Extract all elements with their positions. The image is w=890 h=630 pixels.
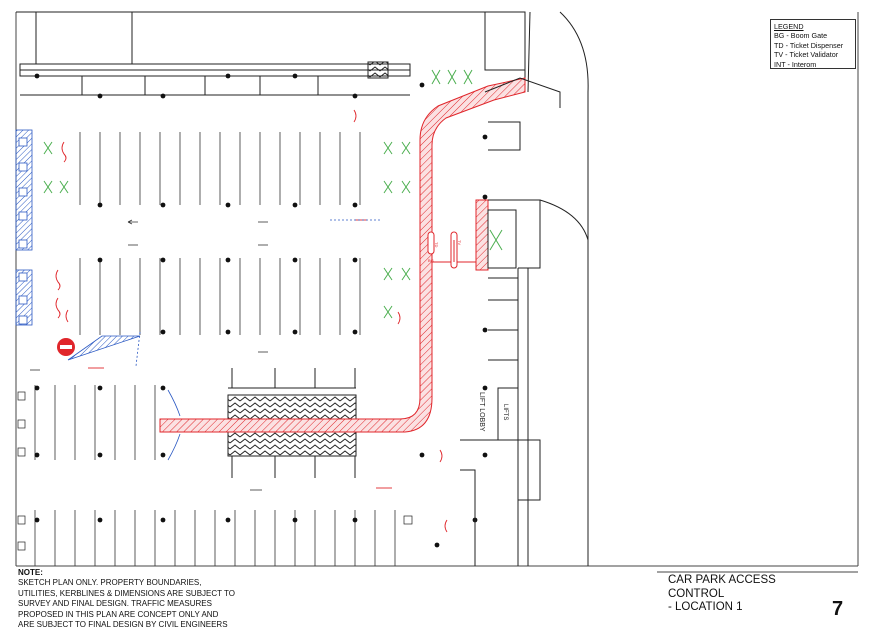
title-line: CONTROL <box>668 587 725 600</box>
title-line: - LOCATION 1 <box>668 601 743 614</box>
title-block: CAR PARK ACCESS CONTROL - LOCATION 1 <box>668 574 868 615</box>
access-route <box>159 77 526 433</box>
parking-bays <box>34 132 396 566</box>
notes-block: NOTE: SKETCH PLAN ONLY. PROPERTY BOUNDAR… <box>18 568 258 630</box>
lift-lobby-label: LIFT LOBBY <box>478 392 485 432</box>
ramp-curve-lines <box>135 219 380 461</box>
notes-line: SKETCH PLAN ONLY. PROPERTY BOUNDARIES, <box>18 578 202 588</box>
drawing-frame <box>15 12 859 573</box>
bg-label: BG <box>428 258 434 263</box>
landscape-crosses <box>43 69 503 319</box>
td-label: TD <box>434 242 439 247</box>
legend-item: TV - Ticket Validator <box>774 50 839 60</box>
sign-icons <box>17 391 413 551</box>
notes-line: UTILITIES, KERBLINES & DIMENSIONS ARE SU… <box>18 588 235 598</box>
boom-gate-equipment <box>427 231 458 269</box>
accessible-bays <box>15 129 141 361</box>
lifts-label: LIFTS <box>502 404 508 420</box>
sheet-number: 7 <box>832 598 844 620</box>
legend-item: BG - Boom Gate <box>774 31 828 41</box>
structural-columns <box>34 73 488 548</box>
flow-arrow-markings <box>55 109 448 533</box>
title-line: CAR PARK ACCESS <box>668 574 776 586</box>
notes-line: PROPOSED IN THIS PLAN ARE CONCEPT ONLY A… <box>18 609 219 619</box>
no-entry-icon <box>57 338 75 356</box>
accessible-icon <box>18 137 28 325</box>
tv-label: TV <box>457 240 462 245</box>
legend-item: TD - Ticket Dispenser <box>774 40 844 50</box>
right-building <box>460 11 589 566</box>
legend-title: LEGEND <box>774 22 804 31</box>
notes-title: NOTE: <box>18 568 43 577</box>
legend-item: INT - Interom <box>774 59 817 69</box>
notes-line: ARE SUBJECT TO FINAL DESIGN BY CIVIL ENG… <box>18 620 228 630</box>
legend: LEGEND BG - Boom Gate TD - Ticket Dispen… <box>770 19 856 69</box>
aisle-arrows <box>30 219 268 491</box>
upper-row-stalls <box>20 76 410 96</box>
ramp <box>227 368 357 478</box>
top-building <box>16 11 526 79</box>
notes-line: SURVEY AND FINAL DESIGN. TRAFFIC MEASURE… <box>18 599 212 609</box>
